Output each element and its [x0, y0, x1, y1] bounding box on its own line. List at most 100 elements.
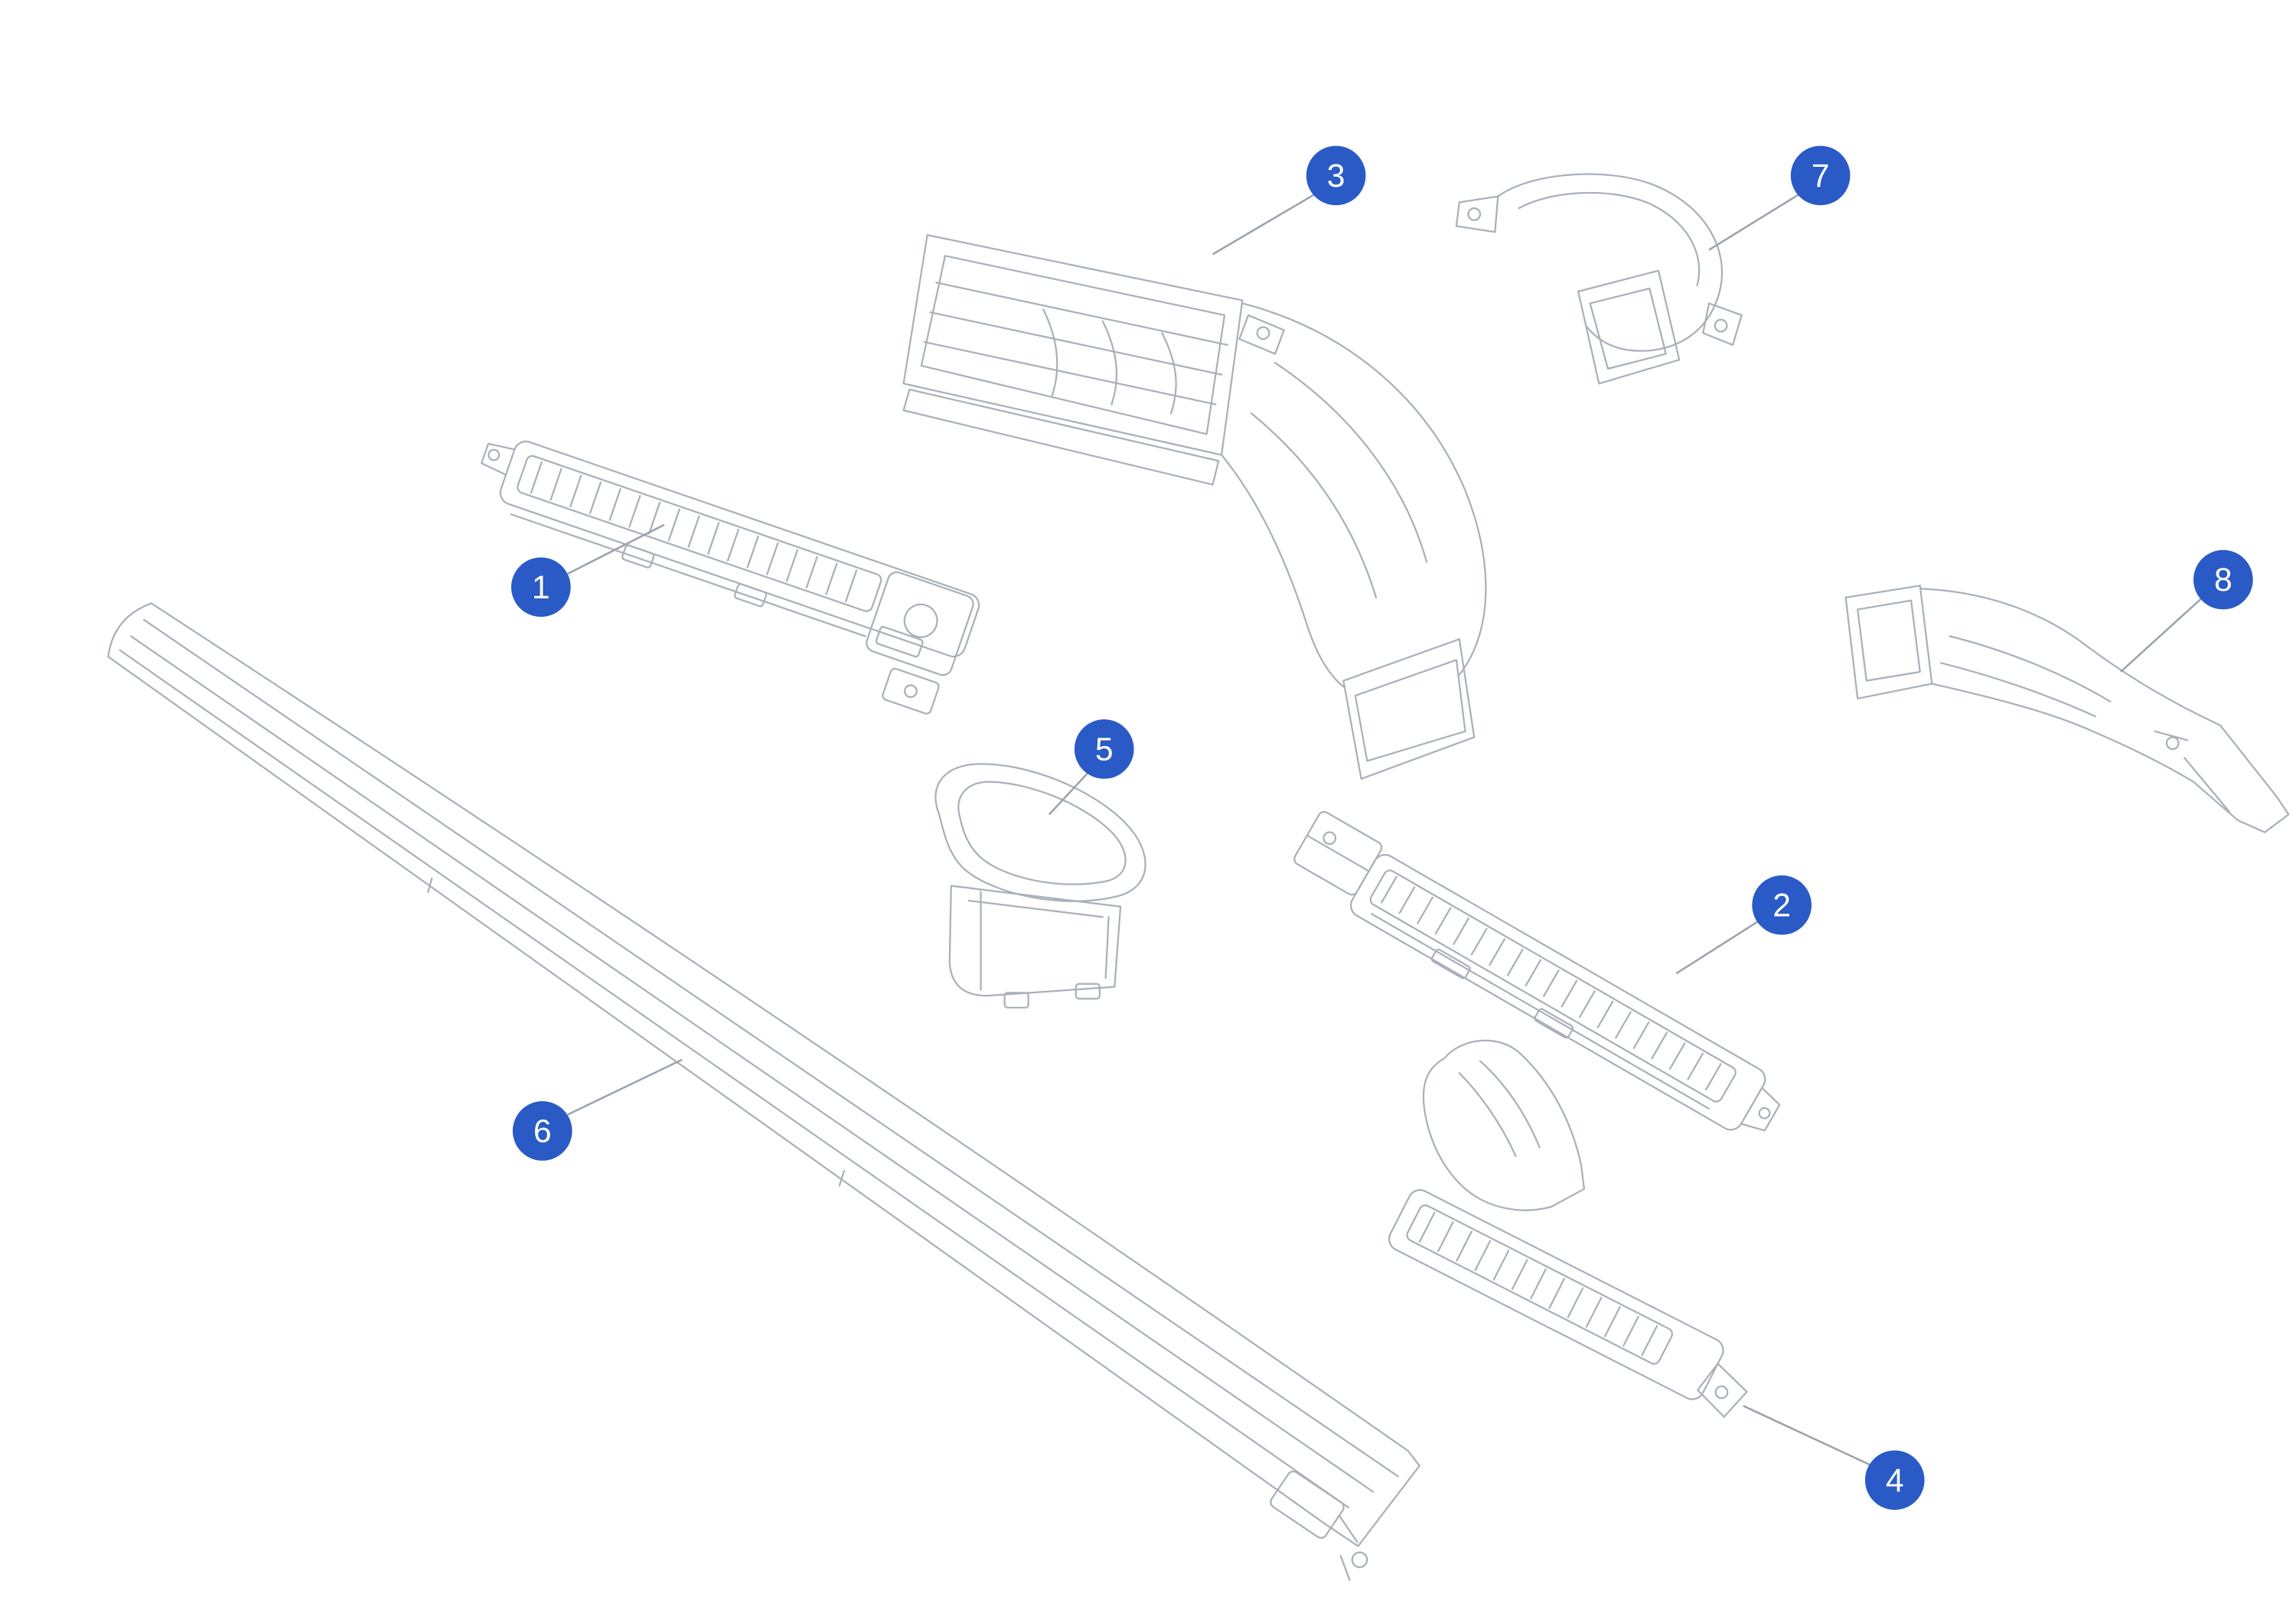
part-6-top-edge [150, 602, 1409, 1452]
part-1-left-bracket [481, 442, 516, 476]
part-2-inner-frame [1369, 869, 1737, 1103]
part-3-grille-inner [920, 255, 1226, 435]
part-2-end-hole [1758, 1106, 1771, 1119]
part-5-box [948, 885, 1122, 997]
part-3-grille-lip [902, 388, 1220, 486]
part-1-actuator-detail2 [875, 626, 924, 658]
part-8-end-fork [2183, 757, 2230, 813]
part-7-foot [1702, 302, 1743, 346]
part-5-foot-b [1075, 983, 1101, 1000]
leader-line-8 [2120, 596, 2203, 673]
callout-number: 4 [1886, 1462, 1904, 1499]
part-2-body-outline [1349, 854, 1766, 1131]
part-7-strap-hole [1467, 207, 1482, 221]
part-7-illustration [1455, 173, 1743, 385]
leader-line-3 [1212, 194, 1315, 256]
callout-number: 8 [2214, 562, 2232, 598]
part-3-scallops [1042, 308, 1177, 415]
part-5-box-lines [967, 891, 1110, 991]
callout-badge-6[interactable]: 6 [512, 1101, 572, 1161]
part-4-slats [1418, 1211, 1658, 1357]
part-8-illustration [1844, 585, 2290, 833]
part-8-curve-a [1949, 635, 2112, 702]
part-3-mount-hole [1256, 326, 1270, 341]
part-6-notches [427, 877, 845, 1187]
callout-circle[interactable] [1752, 875, 1812, 935]
part-6-end-cap [1270, 1470, 1345, 1539]
part-4-bar-inner [1406, 1204, 1673, 1365]
callout-badge-4[interactable]: 4 [1864, 1450, 1925, 1511]
part-3-bend-curve-a [1274, 361, 1428, 563]
callout-badge-1[interactable]: 1 [510, 557, 571, 618]
part-7-mouth-inner [1589, 287, 1667, 370]
part-3-body-outer [1241, 302, 1487, 676]
part-3-outlet-inner [1354, 659, 1466, 762]
callout-circle[interactable] [2193, 549, 2253, 610]
part-1-slats [530, 461, 858, 602]
part-6-left-cap [107, 602, 152, 658]
callout-circle[interactable] [512, 1101, 572, 1161]
part-8-flange-inner [1857, 599, 1921, 682]
callout-circle[interactable] [1306, 145, 1366, 206]
callout-number: 1 [532, 569, 550, 606]
part-5-foot-a [1003, 992, 1029, 1009]
leader-line-5 [1048, 771, 1091, 816]
callout-badge-2[interactable]: 2 [1752, 875, 1812, 935]
part-3-body-inner [1221, 454, 1345, 688]
part-1-bracket-hole [488, 448, 501, 461]
part-6-crease-a [142, 618, 1399, 1478]
callout-circle[interactable] [1790, 145, 1851, 206]
part-3-illustration [902, 233, 1487, 780]
part-8-tab-line [2154, 730, 2189, 741]
part-8-end [2237, 795, 2290, 833]
callout-badge-3[interactable]: 3 [1306, 145, 1366, 206]
part-8-body-top [1919, 588, 2278, 798]
part-2-under-rail [1371, 913, 1710, 1110]
part-1-tab-a [621, 544, 655, 569]
callout-badge-7[interactable]: 7 [1790, 145, 1851, 206]
part-3-grille-slats [923, 282, 1228, 406]
part-1-tab-b [733, 583, 768, 608]
part-1-actuator-detail [903, 603, 938, 638]
callout-number: 2 [1773, 887, 1791, 924]
part-6-bottom-edge [107, 656, 1325, 1524]
callout-circle[interactable] [1074, 719, 1134, 779]
part-3-bend-curve-b [1250, 412, 1378, 599]
part-4-bracket-hole [1714, 1385, 1729, 1400]
part-7-foot-hole [1714, 318, 1728, 333]
part-6-crease-b [130, 635, 1375, 1493]
part-2-slats [1381, 875, 1722, 1091]
part-6-right-cap [1322, 1449, 1420, 1547]
part-7-strap-tab [1455, 195, 1499, 233]
leader-line-1 [567, 523, 665, 575]
callout-number: 3 [1327, 158, 1345, 194]
callout-badge-5[interactable]: 5 [1074, 719, 1134, 779]
leader-line-4 [1743, 1405, 1872, 1467]
callout-circle[interactable] [510, 557, 571, 618]
part-1-illustration [481, 440, 980, 715]
leader-lines [567, 194, 2203, 1467]
part-3-outlet-outer [1342, 638, 1476, 780]
leader-line-6 [567, 1058, 683, 1116]
callouts-layer: 1 2 3 4 5 6 7 8 [510, 145, 2253, 1511]
part-4-bracket-arm [1697, 1362, 1748, 1418]
part-3-mount-tab [1238, 314, 1285, 355]
part-4-illustration [1388, 1039, 1748, 1418]
part-4-scoop-outline [1422, 1039, 1586, 1211]
part-2-bracket-line [1306, 834, 1370, 872]
part-8-body-bottom [1931, 683, 2239, 822]
part-4-vent-bar [1388, 1189, 1748, 1418]
part-7-body-outer [1497, 173, 1724, 352]
artwork-layer [107, 173, 2290, 1581]
leader-line-7 [1708, 194, 1799, 251]
part-5-illustration [934, 763, 1146, 1009]
part-1-lower-bracket [882, 667, 940, 715]
part-5-ring-inner [957, 781, 1127, 885]
callout-number: 6 [533, 1113, 552, 1150]
part-1-actuator-box [866, 571, 974, 676]
callout-number: 7 [1812, 158, 1830, 194]
callout-badge-8[interactable]: 8 [2193, 549, 2253, 610]
callout-circle[interactable] [1864, 1450, 1925, 1511]
part-4-bar-outline [1388, 1189, 1724, 1400]
